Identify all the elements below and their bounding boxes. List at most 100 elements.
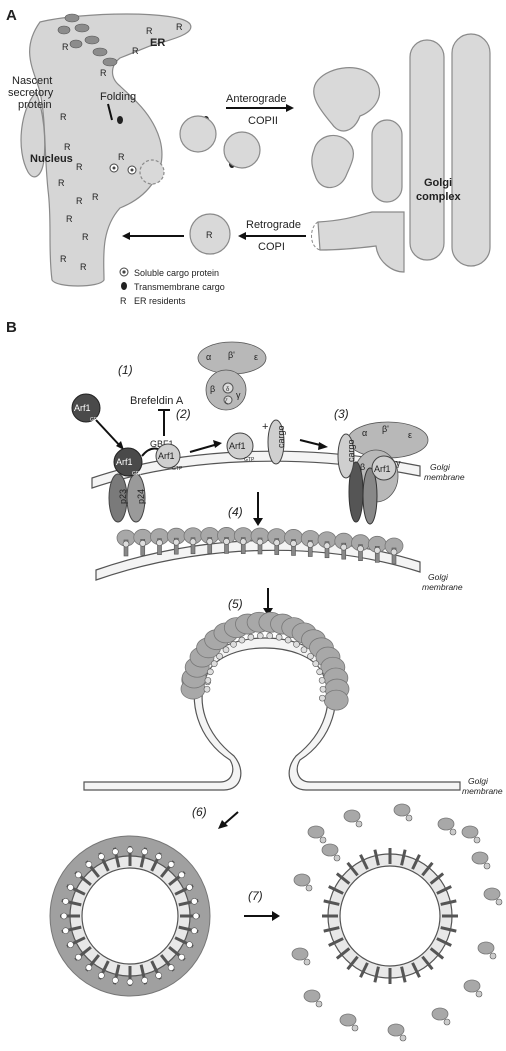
- vesicle-arf1: [193, 913, 199, 919]
- vesicle-arf1: [156, 972, 162, 978]
- vesicle-arf1: [142, 977, 148, 983]
- membrane-label-1a: Golgi: [430, 462, 451, 472]
- vesicle-lumen: [82, 868, 178, 964]
- released-coat-unit: [322, 844, 338, 856]
- vesicle-arf1: [142, 849, 148, 855]
- vesicle-arf1: [191, 928, 197, 934]
- vesicle-arf1: [63, 898, 69, 904]
- bud-coat-arf1: [301, 647, 307, 653]
- released-arf1: [400, 1035, 406, 1041]
- er-resident-mark: R: [58, 178, 65, 188]
- p24-label: p24: [136, 489, 146, 504]
- brefeldin-label: Brefeldin A: [130, 395, 184, 407]
- er-resident-mark: R: [132, 46, 139, 56]
- step-4: (4): [228, 505, 243, 519]
- legend-soluble-icon-core: [122, 270, 125, 273]
- er-resident-mark: R: [146, 26, 153, 36]
- bud-coat-arf1: [223, 647, 229, 653]
- er-resident-mark: R: [60, 254, 67, 264]
- coat-arf1: [391, 549, 397, 555]
- coat-arf1: [207, 539, 213, 545]
- er-resident-mark: R: [82, 232, 89, 242]
- coat-arf1: [257, 539, 263, 545]
- vesicle-arf1: [63, 928, 69, 934]
- bud-coat-arf1: [320, 686, 326, 692]
- legend-transmembrane-label: Transmembrane cargo: [134, 282, 225, 292]
- released-arf1: [476, 991, 482, 997]
- gtp-label-2: GTP: [244, 457, 255, 463]
- vesicle-arf1: [75, 954, 81, 960]
- released-arf1: [484, 863, 490, 869]
- released-arf1: [306, 885, 312, 891]
- released-coat-unit: [308, 826, 324, 838]
- uncoated-vesicle: [322, 848, 458, 984]
- legend-transmembrane-icon: [121, 282, 127, 290]
- coat-arf1: [374, 547, 380, 553]
- coat-epsilon-1: ε: [254, 352, 258, 362]
- vesicle-arf1: [156, 854, 162, 860]
- er-resident-mark: R: [66, 214, 73, 224]
- golgi-cisterna-2: [452, 34, 490, 266]
- bud-coat-unit: [324, 690, 348, 710]
- bud-coat-arf1: [204, 686, 210, 692]
- vesicle-arf1: [186, 942, 192, 948]
- coat-arf1: [358, 546, 364, 552]
- released-coat-unit: [304, 990, 320, 1002]
- er-body: [30, 14, 191, 286]
- bud-coat-arf1: [207, 669, 213, 675]
- released-coat-unit: [432, 1008, 448, 1020]
- cargo-label-1: cargo: [276, 425, 286, 448]
- released-arf1: [334, 855, 340, 861]
- bud-coat-arf1: [211, 661, 217, 667]
- arrow-step2: [190, 444, 218, 452]
- er-resident-mark: R: [176, 22, 183, 32]
- er-resident-mark: R: [92, 192, 99, 202]
- naked-vesicle-lumen: [340, 866, 440, 966]
- copi-label: COPI: [258, 241, 285, 253]
- vesicle-arf1: [68, 884, 74, 890]
- vesicle-arf1: [112, 849, 118, 855]
- released-arf1: [406, 815, 412, 821]
- coat-lattice-bud: [181, 612, 349, 710]
- released-arf1: [490, 953, 496, 959]
- released-arf1: [320, 837, 326, 843]
- coat-arf1: [224, 538, 230, 544]
- golgi-cisterna-1: [410, 40, 444, 260]
- released-coat-unit: [438, 818, 454, 830]
- golgi-label-line2: complex: [416, 191, 462, 203]
- vesicle-arf1: [127, 847, 133, 853]
- vesicle-arf1: [191, 898, 197, 904]
- er-resident-mark: R: [62, 42, 69, 52]
- coat-arf1: [341, 544, 347, 550]
- p23-label: p23: [118, 489, 128, 504]
- coat-arf1: [190, 539, 196, 545]
- step-7: (7): [248, 889, 263, 903]
- coat-alpha-1: α: [206, 352, 211, 362]
- coat-zeta-1: ζ: [225, 399, 228, 405]
- golgi-retrograde-arm: [318, 212, 404, 272]
- bud-coat-arf1: [205, 677, 211, 683]
- step-3: (3): [334, 407, 349, 421]
- nascent-label-line2: secretory: [8, 87, 54, 99]
- released-coat-unit: [478, 942, 494, 954]
- anterograde-vesicle-2: [224, 132, 260, 168]
- golgi-label-line1: Golgi: [424, 177, 452, 189]
- arrowhead-step4: [253, 518, 263, 526]
- released-coat-unit: [388, 1024, 404, 1036]
- coat-arf1: [157, 540, 163, 546]
- released-arf1: [304, 959, 310, 965]
- bud-coat-arf1: [319, 677, 325, 683]
- step-2: (2): [176, 407, 191, 421]
- retrograde-arrowhead-2: [122, 232, 130, 240]
- vesicle-arf1: [75, 872, 81, 878]
- er-resident-mark: R: [64, 142, 71, 152]
- membrane-label-3b: membrane: [462, 786, 503, 796]
- bud-coat-arf1: [231, 641, 237, 647]
- brefeldin-inhibition-mark: [158, 410, 170, 436]
- coat-beta-1: β: [210, 384, 215, 394]
- coat-gamma-2: γ: [396, 458, 401, 468]
- arf1-label-5: Arf1: [374, 464, 391, 474]
- gdp-label-1: GDP: [90, 417, 102, 423]
- golgi-tubule: [372, 120, 402, 202]
